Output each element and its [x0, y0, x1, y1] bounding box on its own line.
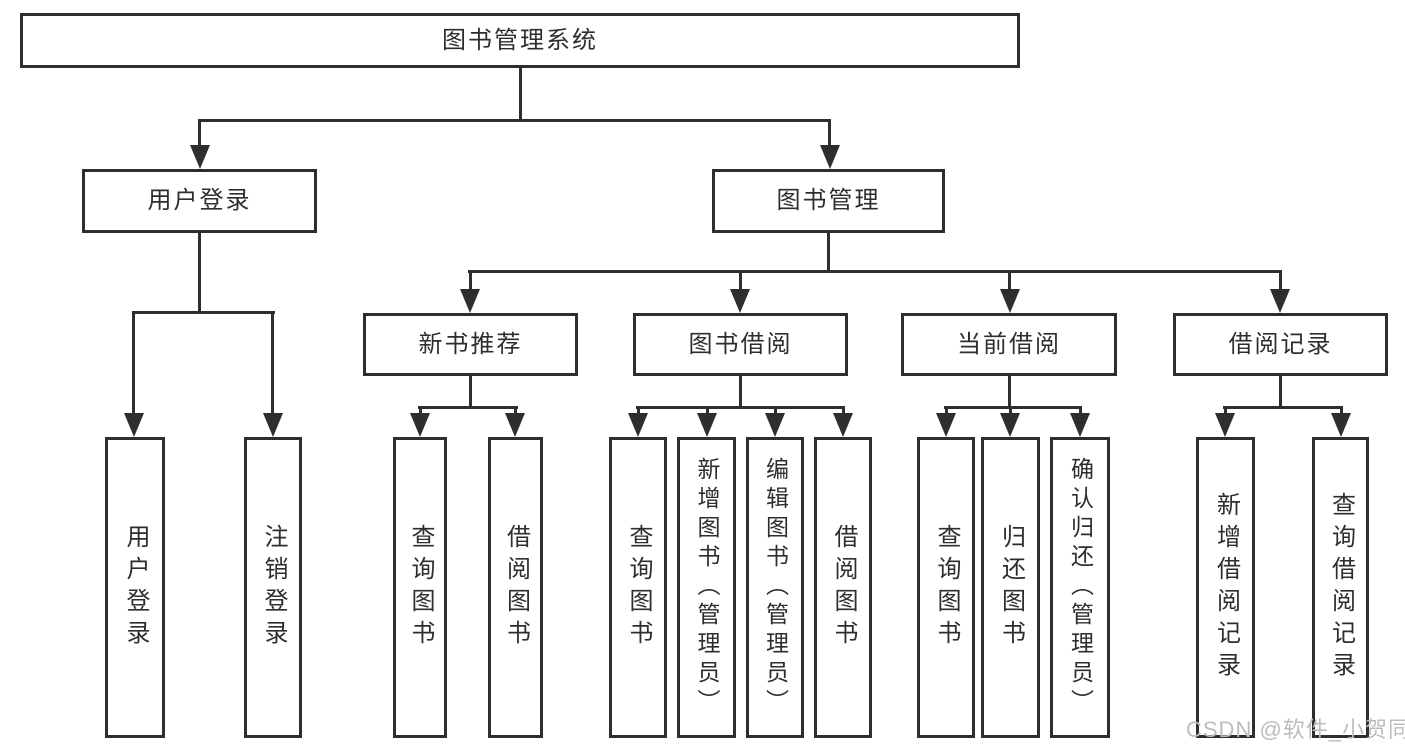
connector-drop-logout-leaf: [271, 311, 274, 413]
node-borrow-books-borrowing: 借阅图书: [814, 437, 872, 738]
connector-mgmt-stem: [827, 233, 830, 273]
node-query-books-borrowing: 查询图书: [609, 437, 667, 738]
arrowhead-borrow-record: [1270, 289, 1290, 313]
connector-drop-book-borrow: [739, 270, 742, 289]
arrowhead-confirm-return: [1070, 413, 1090, 437]
connector-records-rail: [1223, 406, 1343, 409]
arrowhead-edit-books: [765, 413, 785, 437]
arrowhead-borrow-books-2: [833, 413, 853, 437]
connector-current-rail: [944, 406, 1082, 409]
node-new-book-recommendation: 新书推荐: [363, 313, 578, 376]
connector-drop-add-record: [1224, 406, 1227, 413]
node-book-management: 图书管理: [712, 169, 945, 233]
connector-drop-query-books-2: [637, 406, 640, 413]
connector-drop-current-borrow: [1008, 270, 1011, 289]
node-return-books: 归还图书: [981, 437, 1040, 738]
arrowhead-query-record: [1331, 413, 1351, 437]
node-user-login: 用户登录: [82, 169, 317, 233]
connector-borrowing-rail: [636, 406, 845, 409]
connector-drop-query-books-1: [419, 406, 422, 413]
connector-records-stem: [1279, 376, 1282, 408]
connector-drop-book-management: [828, 119, 831, 147]
arrowhead-new-book: [460, 289, 480, 313]
arrowhead-user-login: [190, 145, 210, 169]
connector-mgmt-rail: [468, 270, 1282, 273]
connector-drop-user-login: [198, 119, 201, 147]
arrowhead-query-books-1: [410, 413, 430, 437]
connector-drop-borrow-books-1: [514, 406, 517, 413]
arrowhead-query-books-3: [936, 413, 956, 437]
node-confirm-return-admin: 确认归还（管理员）: [1050, 437, 1110, 738]
connector-drop-query-books-3: [945, 406, 948, 413]
node-library-management-system: 图书管理系统: [20, 13, 1020, 68]
node-logout-action: 注销登录: [244, 437, 302, 738]
node-query-books-recommend: 查询图书: [393, 437, 447, 738]
connector-drop-return-books: [1009, 406, 1012, 413]
connector-login-stem: [198, 233, 201, 313]
connector-recommend-stem: [469, 376, 472, 408]
node-add-books-admin: 新增图书（管理员）: [677, 437, 736, 738]
arrowhead-query-books-2: [628, 413, 648, 437]
connector-drop-new-book: [469, 270, 472, 289]
arrowhead-add-record: [1215, 413, 1235, 437]
connector-drop-borrow-books-2: [842, 406, 845, 413]
connector-drop-add-books: [706, 406, 709, 413]
connector-recommend-rail: [418, 406, 518, 409]
node-borrow-books-recommend: 借阅图书: [488, 437, 543, 738]
node-borrowing-records: 借阅记录: [1173, 313, 1388, 376]
connector-current-stem: [1008, 376, 1011, 408]
connector-login-rail: [132, 311, 275, 314]
connector-drop-edit-books: [774, 406, 777, 413]
arrowhead-return-books: [1000, 413, 1020, 437]
arrowhead-login-leaf: [124, 413, 144, 437]
arrowhead-current-borrow: [1000, 289, 1020, 313]
connector-drop-borrow-record: [1279, 270, 1282, 289]
csdn-watermark: CSDN @软件_小贺同学: [1186, 717, 1405, 742]
node-query-books-current: 查询图书: [917, 437, 975, 738]
arrowhead-add-books: [697, 413, 717, 437]
connector-root-stem: [519, 68, 522, 122]
node-query-borrow-record: 查询借阅记录: [1312, 437, 1369, 738]
arrowhead-borrow-books-1: [505, 413, 525, 437]
arrowhead-book-management: [820, 145, 840, 169]
connector-drop-confirm-return: [1079, 406, 1082, 413]
node-current-borrowing: 当前借阅: [901, 313, 1117, 376]
node-user-login-action: 用户登录: [105, 437, 165, 738]
arrowhead-logout-leaf: [263, 413, 283, 437]
node-add-borrow-record: 新增借阅记录: [1196, 437, 1255, 738]
node-book-borrowing: 图书借阅: [633, 313, 848, 376]
node-edit-books-admin: 编辑图书（管理员）: [746, 437, 804, 738]
connector-root-rail: [198, 119, 831, 122]
connector-drop-query-record: [1340, 406, 1343, 413]
connector-borrowing-stem: [739, 376, 742, 408]
arrowhead-book-borrow: [730, 289, 750, 313]
connector-drop-login-leaf: [132, 311, 135, 413]
